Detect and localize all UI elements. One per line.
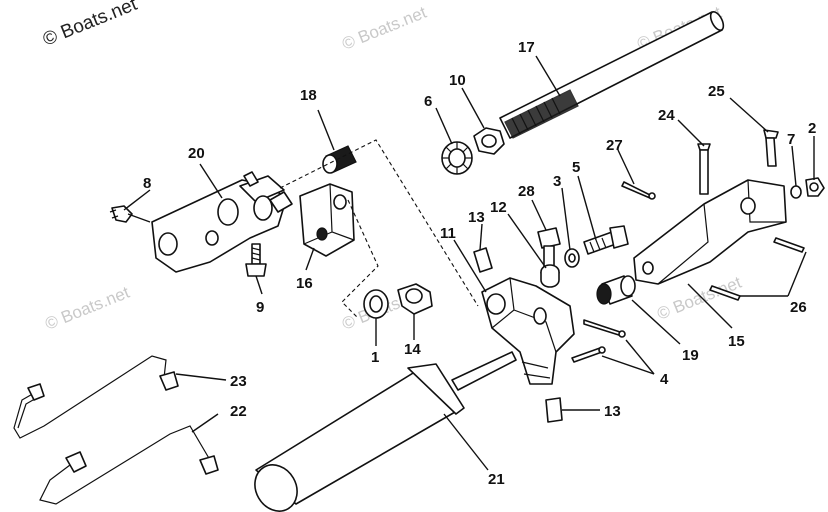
callout-13b: 13 — [604, 403, 621, 420]
callout-25: 25 — [708, 83, 725, 100]
callout-23: 23 — [230, 373, 247, 390]
part-25-clevis-pin — [763, 129, 779, 167]
part-24-clevis-pin — [697, 143, 711, 195]
callout-3: 3 — [553, 173, 561, 190]
part-15-tiller-arm — [633, 179, 787, 285]
leader-lines — [123, 55, 815, 471]
part-14-cap-nut — [397, 283, 433, 315]
callout-14: 14 — [404, 341, 421, 358]
part-2-nut — [805, 177, 825, 197]
callout-13a: 13 — [468, 209, 485, 226]
callout-21: 21 — [488, 471, 505, 488]
callout-22: 22 — [230, 403, 247, 420]
part-18-fitting — [322, 145, 357, 174]
watermark-left: © Boats.net — [42, 283, 132, 334]
part-22-hydraulic-line — [39, 425, 219, 505]
callout-2: 2 — [808, 120, 816, 137]
callout-6: 6 — [424, 93, 432, 110]
part-1-washer — [363, 289, 389, 319]
callout-10: 10 — [449, 72, 466, 89]
part-9-bolt — [245, 243, 267, 277]
part-27-cotter-pin — [621, 181, 656, 200]
part-11-steering-bracket — [481, 277, 575, 385]
part-5-bolt — [583, 225, 629, 255]
part-3-washer — [564, 248, 580, 268]
part-19-bushing — [596, 275, 636, 305]
part-17-steering-tube — [499, 11, 725, 139]
callout-8: 8 — [143, 175, 151, 192]
dashed-alignment-lines — [279, 139, 479, 319]
callout-11: 11 — [440, 225, 456, 242]
callout-24: 24 — [658, 107, 675, 124]
watermark-top: © Boats.net — [339, 3, 429, 54]
part-12-spacer — [540, 264, 560, 288]
callout-15: 15 — [728, 333, 745, 350]
part-23-hydraulic-line — [13, 355, 179, 439]
part-6-lock-washer — [441, 141, 473, 175]
callout-7: 7 — [787, 131, 795, 148]
part-7-washer — [790, 185, 802, 199]
callout-12: 12 — [490, 199, 507, 216]
part-28-bolt — [537, 227, 561, 269]
callout-1: 1 — [371, 349, 379, 366]
part-10-nut — [473, 127, 505, 155]
part-21-hydraulic-cylinder — [254, 351, 517, 512]
part-26-cotter-pins — [709, 237, 805, 301]
callout-5: 5 — [572, 159, 580, 176]
part-8-elbow-fitting — [109, 205, 151, 223]
part-13-sleeve-lower — [545, 397, 563, 423]
watermark-corner: © Boats.net — [40, 0, 141, 51]
callout-9: 9 — [256, 299, 264, 316]
callout-16: 16 — [296, 275, 313, 292]
part-4-cotter-pins — [571, 319, 626, 363]
callout-28: 28 — [518, 183, 535, 200]
part-16-mounting-block — [299, 183, 355, 257]
part-20-valve-body — [151, 171, 293, 273]
callout-26: 26 — [790, 299, 807, 316]
callout-27: 27 — [606, 137, 623, 154]
callout-20: 20 — [188, 145, 205, 162]
callout-17: 17 — [518, 39, 535, 56]
part-13-sleeve-upper — [473, 247, 493, 273]
callout-19: 19 — [682, 347, 699, 364]
callout-4: 4 — [660, 371, 669, 388]
callout-18: 18 — [300, 87, 317, 104]
